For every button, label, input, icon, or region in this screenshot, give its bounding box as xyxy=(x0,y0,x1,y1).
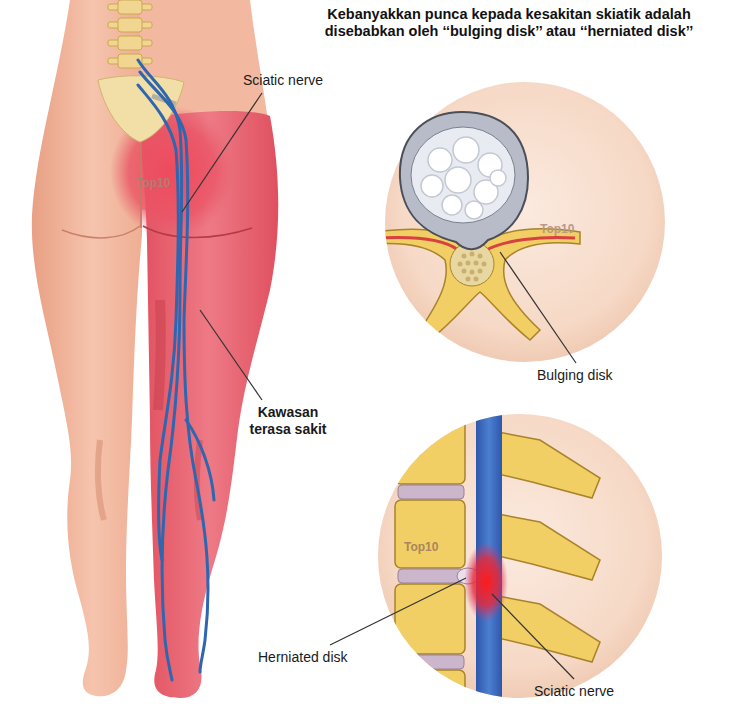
title: Kebanyakkan punca kepada kesakitan skiat… xyxy=(292,6,726,41)
part-label: Herniated disk xyxy=(258,649,348,666)
part-label: Sciatic nerve xyxy=(534,683,614,700)
part-label: Bulging disk xyxy=(537,367,613,384)
watermark: Top10 xyxy=(136,176,170,190)
watermark: Top10 xyxy=(404,540,438,554)
watermark: Top10 xyxy=(540,222,574,236)
part-label: Sciatic nerve xyxy=(243,72,323,89)
area-label: Kawasan terasa sakit xyxy=(246,404,330,438)
